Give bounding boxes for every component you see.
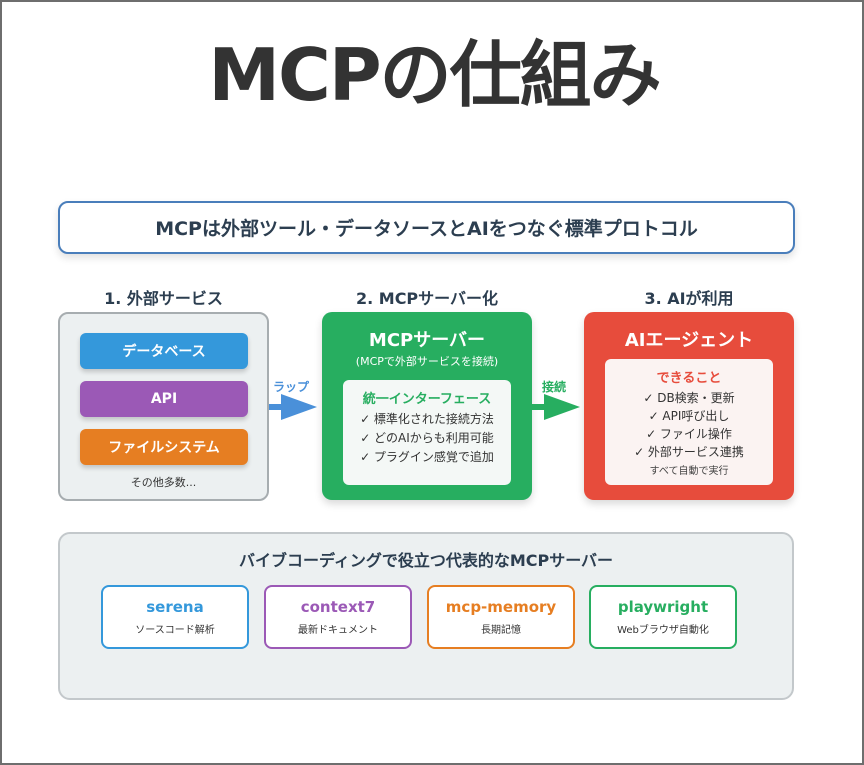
capabilities-title: できること <box>656 371 722 386</box>
unified-interface-title: 統一インターフェース <box>362 392 492 407</box>
external-services-box: データベース API ファイルシステム その他多数... <box>58 312 269 501</box>
step-2-label: 2. MCPサーバー化 <box>355 289 498 308</box>
mcp-feature-list: ✓ 標準化された接続方法 ✓ どのAIからも利用可能 ✓ プラグイン感覚で追加 <box>343 410 511 467</box>
capability-item: ✓ API呼び出し <box>648 409 730 423</box>
arrow-right-icon <box>269 394 317 420</box>
service-api: API <box>80 381 248 417</box>
arrow-wrap-head <box>281 394 317 420</box>
example-servers-panel: バイブコーディングで役立つ代表的なMCPサーバー serena ソースコード解析… <box>58 532 794 700</box>
step-3-label: 3. AIが利用 <box>644 289 734 308</box>
capability-item: ✓ 外部サービス連携 <box>634 445 744 459</box>
arrow-right-icon <box>532 394 580 420</box>
banner-text: MCPは外部ツール・データソースとAIをつなぐ標準プロトコル <box>155 218 698 240</box>
service-database: データベース <box>80 333 248 369</box>
definition-banner: MCPは外部ツール・データソースとAIをつなぐ標準プロトコル <box>58 201 795 254</box>
feature-item: ✓ プラグイン感覚で追加 <box>360 450 494 464</box>
mcp-server-title: MCPサーバー <box>368 330 486 351</box>
unified-interface-panel: 統一インターフェース ✓ 標準化された接続方法 ✓ どのAIからも利用可能 ✓ … <box>343 380 511 485</box>
ai-agent-title: AIエージェント <box>624 330 754 351</box>
services-others-note: その他多数... <box>130 476 197 489</box>
server-name: context7 <box>300 598 376 616</box>
capability-item: ✓ ファイル操作 <box>646 427 732 441</box>
mcp-server-subtitle: (MCPで外部サービスを接続) <box>355 355 499 368</box>
arrow-wrap-shaft <box>269 404 285 410</box>
example-servers-title: バイブコーディングで役立つ代表的なMCPサーバー <box>238 551 614 570</box>
server-card-context7: context7 最新ドキュメント <box>264 585 412 649</box>
ai-agent-box: AIエージェント できること ✓ DB検索・更新 ✓ API呼び出し ✓ ファイ… <box>584 312 794 500</box>
arrow-connect-label: 接続 <box>542 380 567 394</box>
server-card-playwright: playwright Webブラウザ自動化 <box>589 585 737 649</box>
page-title: MCPの仕組み <box>208 33 661 117</box>
server-card-mcp-memory: mcp-memory 長期記憶 <box>427 585 575 649</box>
arrow-connect-head <box>544 394 580 420</box>
mcp-server-box: MCPサーバー (MCPで外部サービスを接続) 統一インターフェース ✓ 標準化… <box>322 312 532 500</box>
feature-item: ✓ 標準化された接続方法 <box>360 412 494 426</box>
step-1-label: 1. 外部サービス <box>104 289 223 308</box>
auto-execution-note: すべて自動で実行 <box>649 466 729 477</box>
server-name: playwright <box>617 598 709 616</box>
arrow-wrap-label: ラップ <box>273 380 310 394</box>
capability-list: ✓ DB検索・更新 ✓ API呼び出し ✓ ファイル操作 ✓ 外部サービス連携 <box>605 389 773 461</box>
server-description: 最新ドキュメント <box>298 625 378 636</box>
server-description: Webブラウザ自動化 <box>617 625 709 636</box>
server-name: serena <box>146 598 204 616</box>
server-description: 長期記憶 <box>481 625 521 636</box>
server-card-serena: serena ソースコード解析 <box>101 585 249 649</box>
arrow-connect-shaft <box>532 404 548 410</box>
capability-item: ✓ DB検索・更新 <box>643 391 735 405</box>
server-description: ソースコード解析 <box>135 625 215 636</box>
service-filesystem: ファイルシステム <box>80 429 248 465</box>
capabilities-panel: できること ✓ DB検索・更新 ✓ API呼び出し ✓ ファイル操作 ✓ 外部サ… <box>605 359 773 485</box>
server-name: mcp-memory <box>445 598 557 616</box>
feature-item: ✓ どのAIからも利用可能 <box>360 431 494 445</box>
